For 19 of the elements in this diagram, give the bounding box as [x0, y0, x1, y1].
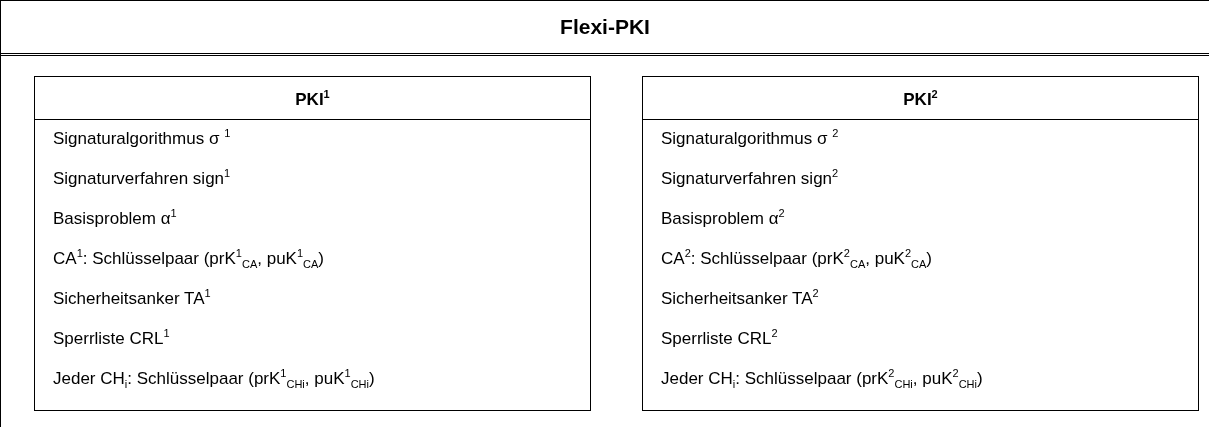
list-item: Sperrliste CRL$^{1}$ [53, 327, 170, 349]
list-item: Signaturalgorithmus σ $^{2}$ [661, 127, 839, 149]
box-heading: PKI$^{2}$ [902, 88, 939, 110]
list-item: Sperrliste CRL$^{2}$ [661, 327, 778, 349]
list-item: Signaturverfahren sign$^{1}$ [53, 167, 231, 189]
box-heading: PKI$^{1}$ [294, 88, 331, 110]
list-item: CA$^{2}$: Schlüsselpaar (prK$^{2}$$_{CA}$, puK$^{2}$$_{CA}$) [661, 247, 932, 271]
list-item: Signaturverfahren sign$^{2}$ [661, 167, 839, 189]
list-item: Jeder CH$_{i}$: Schlüsselpaar (prK$^{1}$$_{CHi}$, puK$^{1}$$_{CHi}$) [53, 367, 375, 391]
list-item: Basisproblem α$^{1}$ [53, 207, 177, 229]
table-box [34, 76, 591, 411]
list-item: Sicherheitsanker TA$^{2}$ [661, 287, 819, 309]
list-item: CA$^{1}$: Schlüsselpaar (prK$^{1}$$_{CA}$, puK$^{1}$$_{CA}$) [53, 247, 324, 271]
frame-title: Flexi-PKI [559, 15, 651, 39]
list-item: Sicherheitsanker TA$^{1}$ [53, 287, 211, 309]
list-item: Basisproblem α$^{2}$ [661, 207, 785, 229]
list-item: Jeder CH$_{i}$: Schlüsselpaar (prK$^{2}$$_{CHi}$, puK$^{2}$$_{CHi}$) [661, 367, 983, 391]
table-box [642, 76, 1199, 411]
list-item: Signaturalgorithmus σ $^{1}$ [53, 127, 231, 149]
